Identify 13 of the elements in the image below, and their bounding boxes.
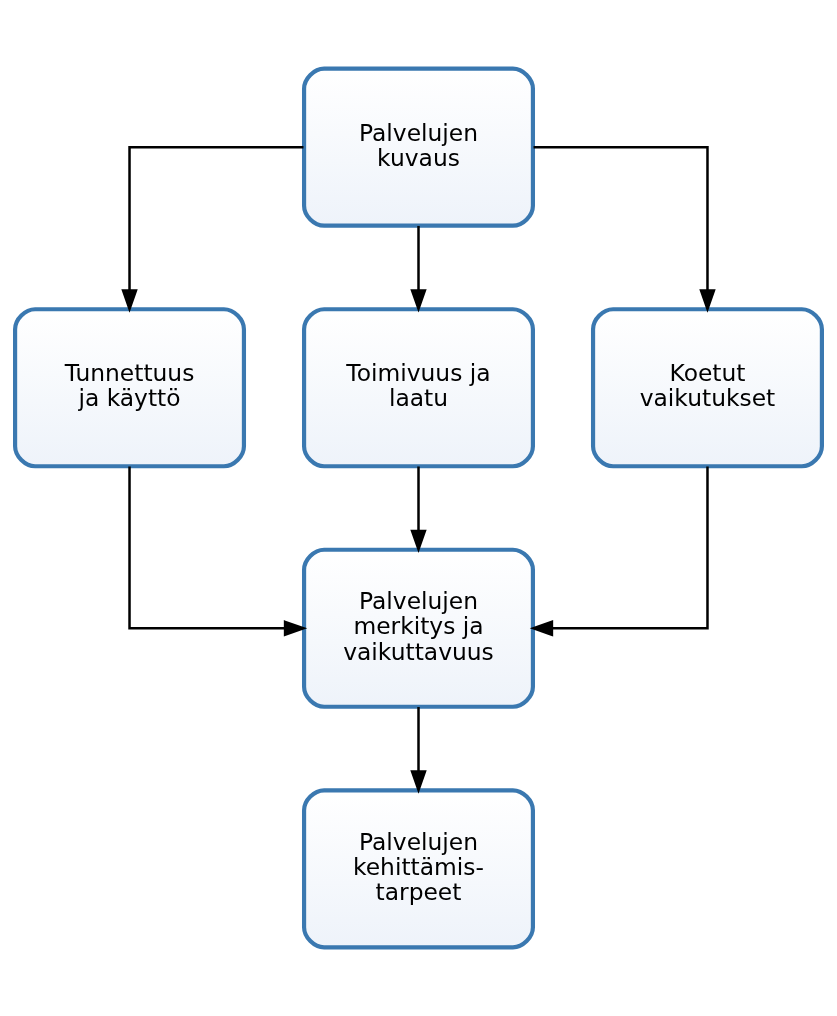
- arrow: [410, 707, 427, 794]
- arrow: [128, 466, 308, 637]
- arrow: [121, 145, 304, 313]
- node-box: Palvelujen merkitys ja vaikuttavuus: [302, 547, 535, 709]
- arrow: [410, 466, 427, 554]
- arrow: [529, 466, 709, 637]
- arrow: [533, 145, 716, 313]
- arrow: [410, 225, 427, 313]
- node-box: Palvelujen kehittämis- tarpeet: [302, 788, 535, 950]
- node-box: Koetut vaikutukset: [590, 307, 824, 469]
- node-box: Tunnettuus ja käyttö: [13, 307, 247, 469]
- node-box: Palvelujen kuvaus: [302, 66, 535, 228]
- node-box: Toimivuus ja laatu: [302, 307, 535, 469]
